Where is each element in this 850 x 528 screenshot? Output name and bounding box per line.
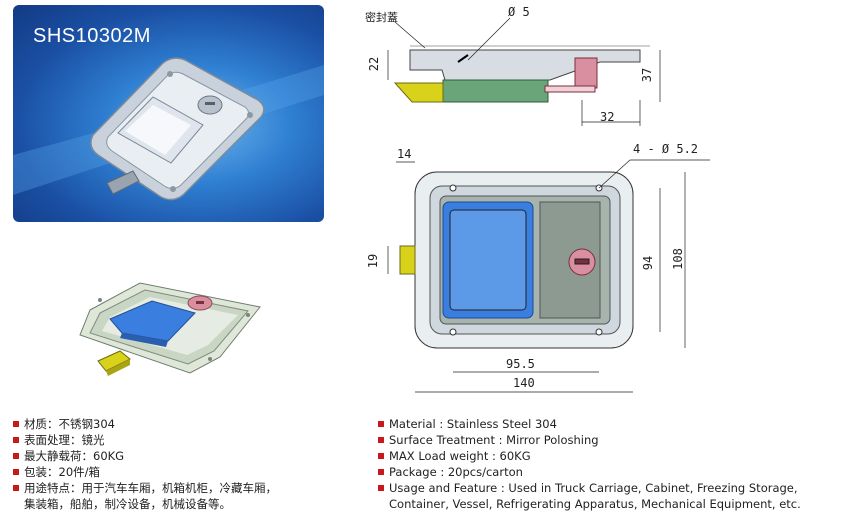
dim-hole-spacing-95-5: 95.5: [506, 357, 535, 371]
dim-height-108: 108: [670, 248, 685, 270]
spec-cn-surface: 表面处理：镜光: [13, 432, 277, 448]
spec-cn-usage: 用途特点：用于汽车车厢，机箱机柜，冷藏车厢，: [13, 480, 277, 496]
specs-chinese: 材质：不锈钢304 表面处理：镜光 最大静载荷：60KG 包装：20件/箱 用途…: [13, 416, 277, 512]
spec-en-material: Material : Stainless Steel 304: [378, 416, 801, 432]
spec-en-package: Package : 20pcs/carton: [378, 464, 801, 480]
technical-drawing: [387, 17, 710, 393]
dim-width-140: 140: [513, 376, 535, 390]
spec-en-usage: Usage and Feature : Used in Truck Carria…: [378, 480, 801, 496]
spec-cn-load: 最大静载荷：60KG: [13, 448, 277, 464]
specs-english: Material : Stainless Steel 304 Surface T…: [378, 416, 801, 512]
latch-photo: [13, 57, 324, 201]
dim-height-37: 37: [640, 67, 655, 83]
side-view: [387, 17, 661, 126]
spec-cn-material: 材质：不锈钢304: [13, 416, 277, 432]
seal-cover-label: 密封蓋: [365, 11, 398, 24]
spec-en-load: MAX Load weight : 60KG: [378, 448, 801, 464]
spec-cn-usage-continued: 集装箱，船舶，制冷设备，机械设备等。: [24, 497, 231, 511]
dim-hole-spacing-94: 94: [641, 255, 656, 271]
dim-length-32: 32: [600, 110, 615, 124]
spec-en-usage-continued: Container, Vessel, Refrigerating Apparat…: [389, 497, 801, 511]
dim-offset-14: 14: [397, 147, 412, 161]
model-title: SHS10302M: [33, 25, 151, 47]
dim-tab-19: 19: [366, 253, 381, 269]
product-photo-card: SHS10302M: [13, 5, 324, 222]
spec-en-surface: Surface Treatment : Mirror Poloshing: [378, 432, 801, 448]
spec-cn-package: 包装：20件/箱: [13, 464, 277, 480]
dim-height-22: 22: [367, 56, 382, 72]
dim-hole-diameter-5: Ø 5: [508, 5, 530, 19]
front-view: [387, 159, 710, 393]
dim-holes-4x5-2: 4 - Ø 5.2: [633, 142, 699, 156]
latch-isometric-render: [79, 282, 261, 376]
